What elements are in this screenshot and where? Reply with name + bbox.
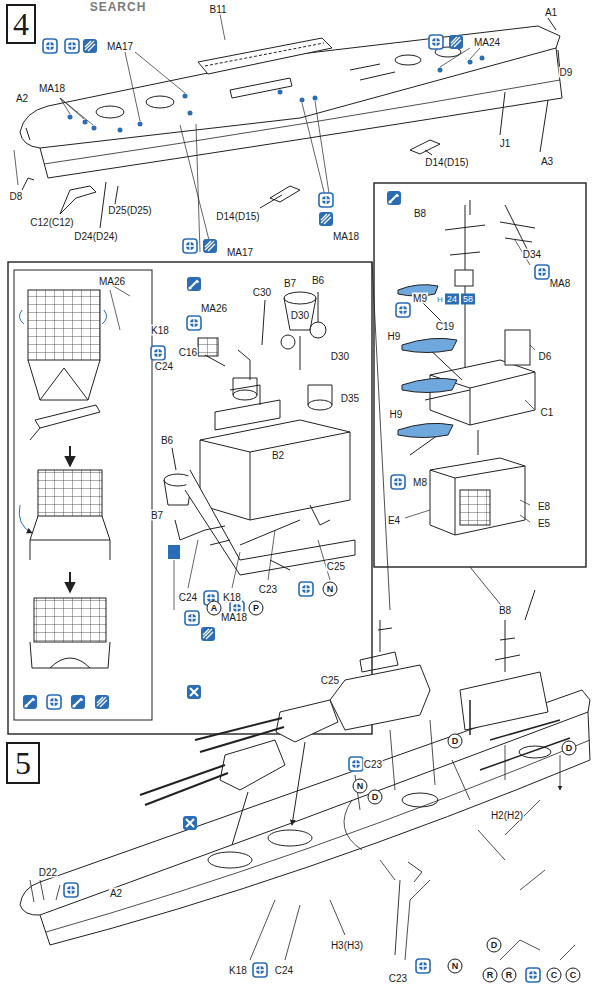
- part-number: H: [436, 294, 444, 305]
- part-number: C24: [178, 592, 198, 603]
- part-number: C23: [363, 759, 383, 770]
- part-number: J1: [499, 138, 512, 149]
- part-number: B6: [160, 435, 174, 446]
- paint-code: D: [448, 734, 463, 749]
- part-number: C25: [320, 675, 340, 686]
- part-number: D14(D15): [215, 211, 260, 222]
- paint-code: N: [448, 959, 463, 974]
- part-number: K18: [222, 592, 242, 603]
- paint-code: N: [323, 582, 338, 597]
- part-number: MA18: [332, 231, 360, 242]
- part-number: D30: [330, 351, 350, 362]
- part-number: B6: [311, 275, 325, 286]
- part-number: A2: [15, 93, 29, 104]
- part-number: B8: [413, 208, 427, 219]
- part-number: E4: [387, 515, 401, 526]
- part-number: C19: [435, 321, 455, 332]
- part-number: MA24: [473, 37, 501, 48]
- paint-code: D: [487, 938, 502, 953]
- part-number: MA18: [220, 612, 248, 623]
- paint-code: D: [562, 741, 577, 756]
- part-number: B2: [271, 450, 285, 461]
- part-number: D25(D25): [107, 205, 152, 216]
- part-number: D14(D15): [424, 157, 469, 168]
- part-number: A1: [544, 7, 558, 18]
- part-number: E5: [537, 518, 551, 529]
- part-number: C25: [326, 561, 346, 572]
- part-number: MA17: [226, 247, 254, 258]
- paint-code: A: [207, 601, 222, 616]
- part-number: H9: [389, 409, 404, 420]
- part-number: A3: [540, 156, 554, 167]
- part-number: 24: [445, 294, 459, 305]
- part-number: A2: [109, 888, 123, 899]
- paint-code: D: [368, 790, 383, 805]
- part-number: 58: [461, 294, 475, 305]
- part-number: C12(C12): [29, 217, 74, 228]
- paint-code: N: [353, 779, 368, 794]
- part-number: C1: [540, 407, 555, 418]
- watermark: SEARCH: [89, 2, 148, 13]
- part-number: C16: [178, 347, 198, 358]
- part-number: MA18: [38, 83, 66, 94]
- part-number: D34: [522, 249, 542, 260]
- part-number: H3(H3): [330, 940, 364, 951]
- paint-code: C: [566, 968, 581, 983]
- part-number: K18: [150, 325, 170, 336]
- paint-code: R: [502, 968, 517, 983]
- part-number: B11: [208, 4, 227, 15]
- part-number: B8: [498, 605, 512, 616]
- step-number: 4: [13, 7, 29, 41]
- part-number: MA8: [549, 278, 572, 289]
- paint-code: R: [483, 968, 498, 983]
- part-number: B7: [150, 510, 164, 521]
- part-number: C23: [258, 584, 278, 595]
- part-number: D22: [38, 867, 58, 878]
- part-number: M9: [412, 293, 428, 304]
- part-number: D30: [290, 310, 310, 321]
- part-number: M8: [412, 477, 428, 488]
- part-number: C24: [154, 361, 174, 372]
- part-number: D6: [538, 351, 553, 362]
- part-number: H9: [387, 331, 402, 342]
- part-number: B7: [283, 278, 297, 289]
- part-number: MA26: [200, 303, 228, 314]
- part-number: D9: [559, 67, 574, 78]
- step-number: 5: [15, 746, 31, 780]
- part-number: C23: [388, 973, 408, 984]
- part-number: D24(D24): [73, 231, 118, 242]
- paint-code: P: [249, 601, 264, 616]
- step-number-box: 5: [6, 742, 40, 784]
- step-number-box: 4: [6, 4, 36, 44]
- part-number: C24: [274, 965, 294, 976]
- part-number: MA17: [106, 41, 134, 52]
- paint-code: C: [547, 968, 562, 983]
- part-number: H2(H2): [490, 810, 524, 821]
- part-number: MA26: [98, 276, 126, 287]
- part-number: E8: [537, 501, 551, 512]
- part-number: C30: [252, 287, 272, 298]
- part-number: D8: [9, 191, 24, 202]
- part-number: K18: [228, 965, 248, 976]
- part-number: D35: [340, 393, 360, 404]
